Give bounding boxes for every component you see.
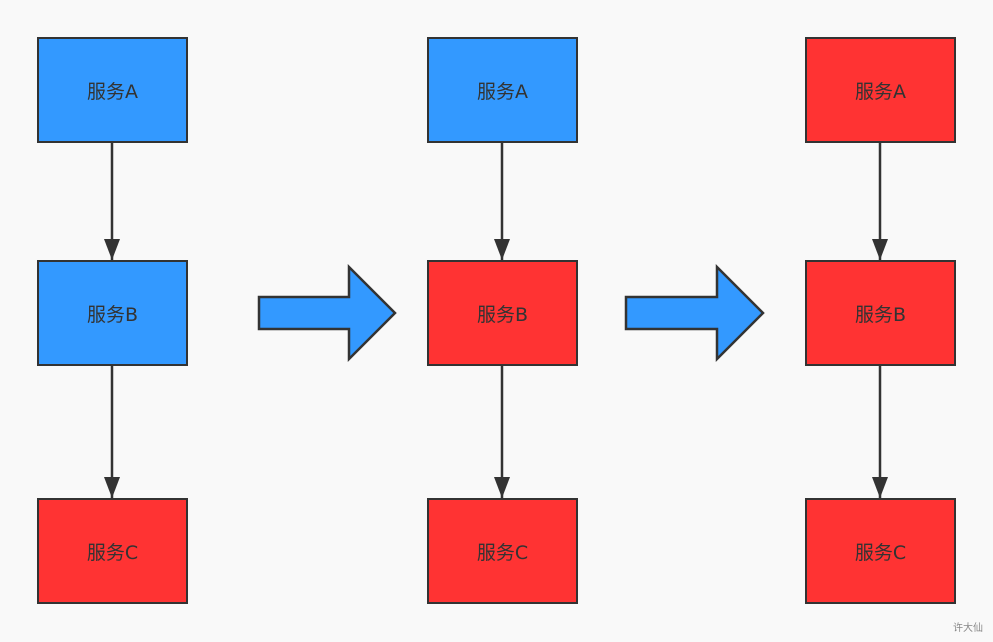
stage2-service-a: 服务A (427, 37, 578, 143)
stage1-arrow-a-to-b-head (104, 239, 120, 260)
stage2-arrow-b-to-c-head (494, 477, 510, 498)
stage3-service-b: 服务B (805, 260, 956, 366)
stage3-service-a-label: 服务A (855, 80, 906, 103)
stage1-service-c-label: 服务C (86, 541, 139, 564)
stage3-service-b-label: 服务B (854, 303, 907, 326)
transition-arrow-2 (624, 263, 765, 363)
transition-arrow-1 (257, 263, 397, 363)
stage3-arrow-b-to-c-head (872, 477, 888, 498)
stage3-service-a: 服务A (805, 37, 956, 143)
stage1-service-a-label: 服务A (87, 80, 138, 103)
stage3-arrow-a-to-b-head (872, 239, 888, 260)
stage1-service-b-label: 服务B (86, 303, 139, 326)
stage2-arrow-a-to-b-head (494, 239, 510, 260)
stage2-service-b-label: 服务B (476, 303, 529, 326)
watermark: 许大仙 (953, 623, 983, 634)
stage3-service-c-label: 服务C (854, 541, 907, 564)
stage3-service-c: 服务C (805, 498, 956, 604)
stage1-service-c: 服务C (37, 498, 188, 604)
stage1-service-a: 服务A (37, 37, 188, 143)
stage2-service-b: 服务B (427, 260, 578, 366)
stage2-service-c: 服务C (427, 498, 578, 604)
stage2-service-a-label: 服务A (477, 80, 528, 103)
stage1-arrow-b-to-c-head (104, 477, 120, 498)
stage2-service-c-label: 服务C (476, 541, 529, 564)
stage1-service-b: 服务B (37, 260, 188, 366)
